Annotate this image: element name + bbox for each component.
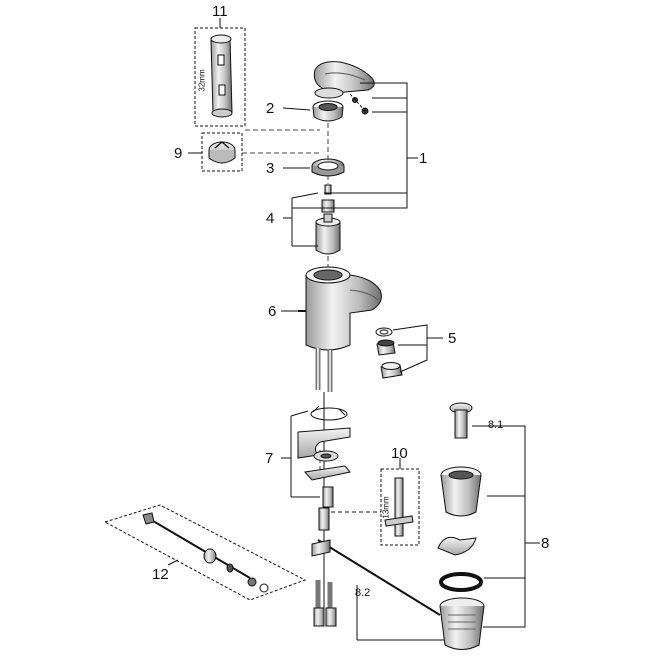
callout-4: 4 [266,210,275,227]
lever-handle [313,61,375,115]
callout-3: 3 [266,160,275,177]
callout-10: 10 [391,445,408,462]
dimension-32mm: 32mm [197,69,207,92]
callout-8: 8 [541,535,550,552]
callout-11: 11 [212,3,228,20]
part-12-rod-set [103,504,307,601]
part-1-bracket [292,82,418,209]
part-11-tool-box [194,18,246,127]
callout-2: 2 [266,100,275,117]
part-7-fixing-set [281,405,381,531]
part-8-2-rod [311,539,445,641]
callout-7: 7 [265,450,274,467]
part-8-waste-set [437,402,540,650]
part-2-cover-ring [282,100,344,122]
part-6-faucet-body [281,266,382,612]
dimension-13mm: 13mm [381,496,391,519]
part-9-insert-box [188,132,243,172]
part-10-key-box [380,458,420,546]
part-4-cartridge [283,184,341,255]
part-5-aerator [375,324,443,379]
callout-6: 6 [268,303,277,320]
callout-9: 9 [174,145,183,162]
part-3-ring [283,158,345,177]
callout-8-2: 8.2 [355,587,371,599]
callout-8-1: 8.1 [488,419,504,431]
hose-ends [313,580,337,627]
callout-12: 12 [152,566,169,583]
callout-1: 1 [419,150,428,167]
callout-5: 5 [448,330,457,347]
